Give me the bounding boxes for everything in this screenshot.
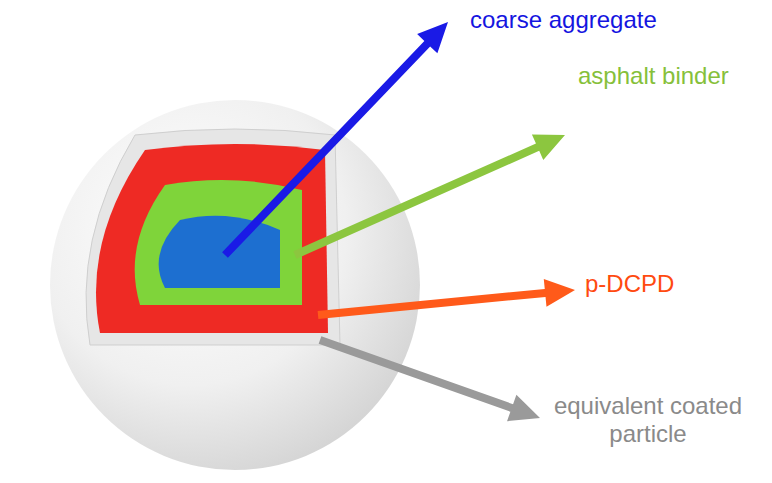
leader-arrow xyxy=(222,22,448,258)
leader-arrow xyxy=(319,336,540,421)
part-label: equivalent coated particle xyxy=(548,392,748,447)
part-label: coarse aggregate xyxy=(470,6,657,34)
cut-face xyxy=(86,129,340,345)
p-dcpd-layer xyxy=(96,144,328,333)
part-label: asphalt binder xyxy=(578,62,729,90)
leader-arrow xyxy=(318,279,575,319)
sphere-shell xyxy=(50,100,420,470)
leader-arrow xyxy=(293,134,565,258)
part-label: p-DCPD xyxy=(585,270,674,298)
aggregate-core xyxy=(159,216,280,288)
